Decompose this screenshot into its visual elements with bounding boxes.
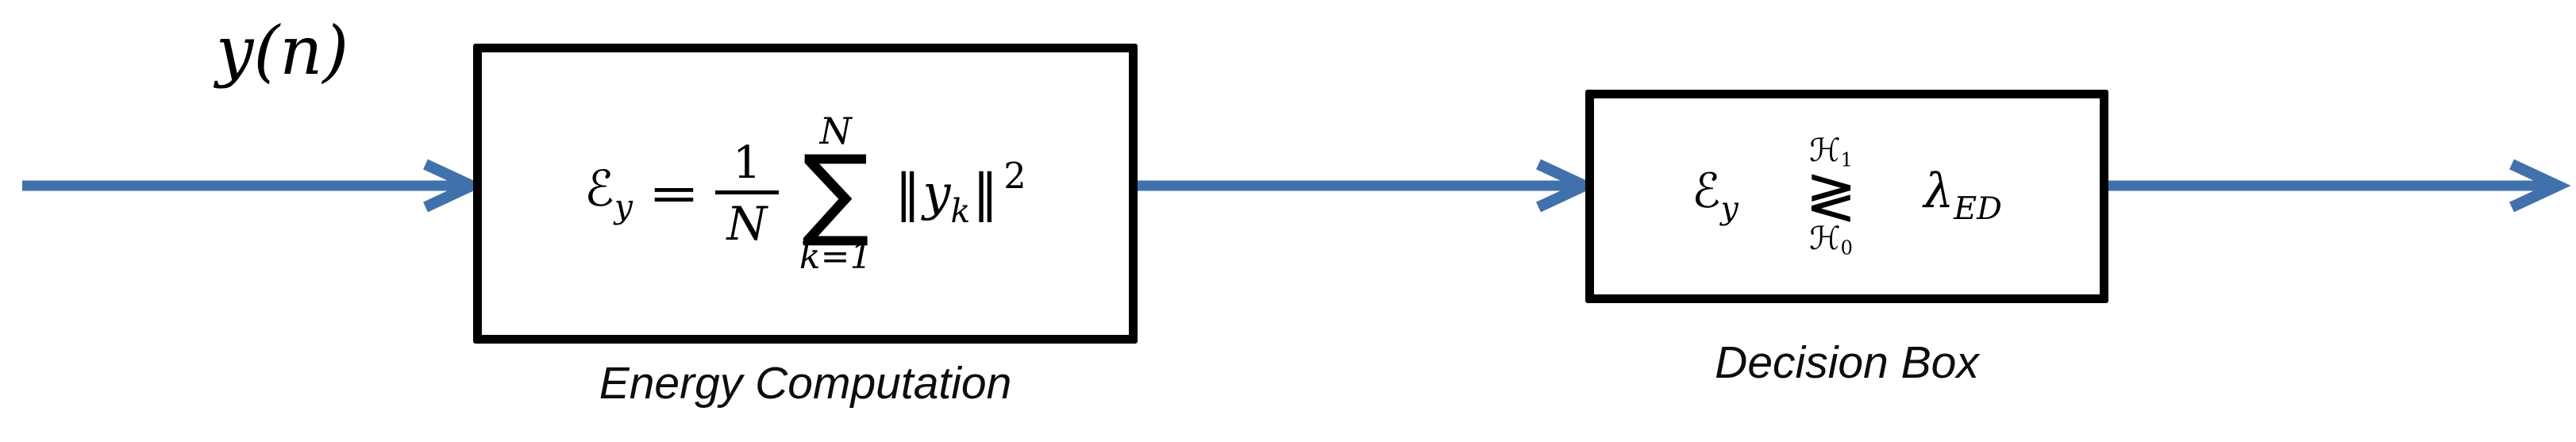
script-H: ℋ [1809,221,1841,258]
gtrless-symbol: ≷ [1804,160,1858,232]
fraction-bar [714,190,779,194]
hypothesis-H0-subscript: 0 [1840,237,1853,260]
decision-box-caption: Decision Box [1715,337,1979,388]
input-arrow-head [423,159,485,213]
hypothesis-H1-subscript: 1 [1840,148,1853,171]
threshold-subscript: ED [1954,190,2002,228]
energy-lhs: ℰy [584,163,633,226]
input-arrow [22,159,485,213]
fraction-numerator: 1 [733,136,761,189]
script-E: ℰ [1692,163,1721,220]
connector-arrow [1138,159,1598,213]
threshold-term: λED [1923,167,2002,225]
norm-close-bars: ‖ [972,164,999,224]
decision-lhs: ℰy [1692,167,1739,225]
summation-lower-limit: k=1 [799,236,872,277]
energy-computation-caption: Energy Computation [599,358,1012,409]
sigma-symbol: ∑ [802,133,870,251]
lambda-symbol: λ [1923,163,1954,220]
summation: N ∑ k=1 [799,113,872,274]
norm-open-bars: ‖ [895,164,921,224]
norm-argument: y [922,164,951,223]
hypothesis-H1: ℋ1 [1809,135,1853,170]
norm-exponent: 2 [1003,156,1026,198]
input-signal-label: y(n) [216,12,349,90]
hypothesis-H0: ℋ0 [1809,223,1853,258]
hypothesis-relation: ℋ1 ≷ ℋ0 [1805,135,1857,258]
fraction-one-over-N: 1 N [714,136,779,251]
script-E: ℰ [584,159,614,217]
connector-arrow-head [1536,159,1598,213]
energy-lhs-subscript: y [614,187,633,226]
output-arrow [2108,159,2571,213]
decision-lhs-subscript: y [1720,190,1739,228]
script-H: ℋ [1809,132,1841,169]
norm-squared-term: ‖yk‖2 [892,159,1026,228]
decision-box: ℰy ℋ1 ≷ ℋ0 λED [1585,90,2108,303]
summation-upper-limit: N [819,110,852,153]
output-arrow-head [2509,159,2571,213]
fraction-denominator: N [726,196,768,251]
norm-argument-subscript: k [950,192,971,231]
decision-formula: ℰy ℋ1 ≷ ℋ0 λED [1692,135,2002,258]
energy-computation-box: ℰy = 1 N N ∑ k=1 ‖yk‖2 [473,44,1138,344]
equals-sign: = [648,164,700,222]
energy-formula: ℰy = 1 N N ∑ k=1 ‖yk‖2 [584,113,1026,274]
